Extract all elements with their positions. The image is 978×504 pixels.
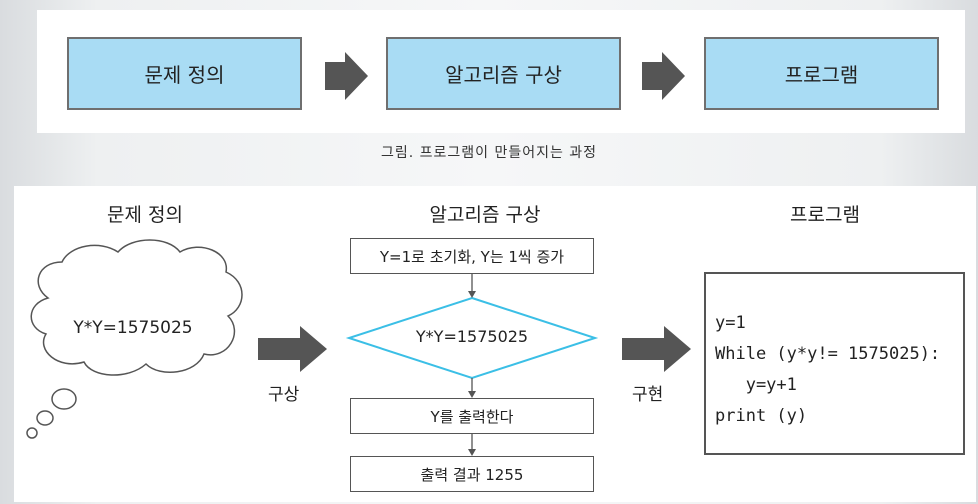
arrow-design <box>258 326 327 372</box>
top-arrow-2 <box>642 52 685 100</box>
flow-init-box: Y=1로 초기화, Y는 1씩 증가 <box>350 238 594 274</box>
flow-result-text: 출력 결과 1255 <box>420 465 524 484</box>
stage-label: 문제 정의 <box>144 63 225 87</box>
heading-algorithm-design: 알고리즘 구상 <box>429 204 541 226</box>
thought-bubble-large <box>51 388 77 410</box>
thought-cloud <box>30 239 243 376</box>
program-code-box: y=1 While (y*y!= 1575025): y=y+1 print (… <box>704 272 965 455</box>
code-line: print (y) <box>715 406 808 426</box>
stage-label: 프로그램 <box>784 63 859 87</box>
code-line: y=y+1 <box>715 375 797 395</box>
connector-arrowhead <box>468 449 476 456</box>
flow-result-box: 출력 결과 1255 <box>350 456 594 492</box>
heading-problem-definition: 문제 정의 <box>107 204 183 226</box>
stage-program: 프로그램 <box>704 37 939 110</box>
flow-output-box: Y를 출력한다 <box>350 398 594 434</box>
code-line: y=1 <box>715 313 746 333</box>
flow-condition-text: Y*Y=1575025 <box>415 327 529 346</box>
cloud-equation: Y*Y=1575025 <box>73 318 193 338</box>
stage-problem-definition: 문제 정의 <box>67 37 302 110</box>
connector-arrowhead <box>468 391 476 398</box>
flow-init-text: Y=1로 초기화, Y는 1씩 증가 <box>379 247 565 266</box>
thought-bubble-medium <box>36 410 54 426</box>
stage-label: 알고리즘 구상 <box>445 63 562 87</box>
thought-bubble-small <box>26 427 38 439</box>
stage-algorithm-design: 알고리즘 구상 <box>386 37 621 110</box>
figure-caption: 그림. 프로그램이 만들어지는 과정 <box>380 145 598 161</box>
label-design: 구상 <box>268 385 300 405</box>
heading-program: 프로그램 <box>790 204 860 226</box>
top-arrow-1 <box>325 52 368 100</box>
code-line: While (y*y!= 1575025): <box>715 344 941 364</box>
label-implement: 구현 <box>632 385 664 405</box>
connector-arrowhead <box>468 291 476 298</box>
arrow-implement <box>622 326 691 372</box>
flow-output-text: Y를 출력한다 <box>430 407 514 426</box>
